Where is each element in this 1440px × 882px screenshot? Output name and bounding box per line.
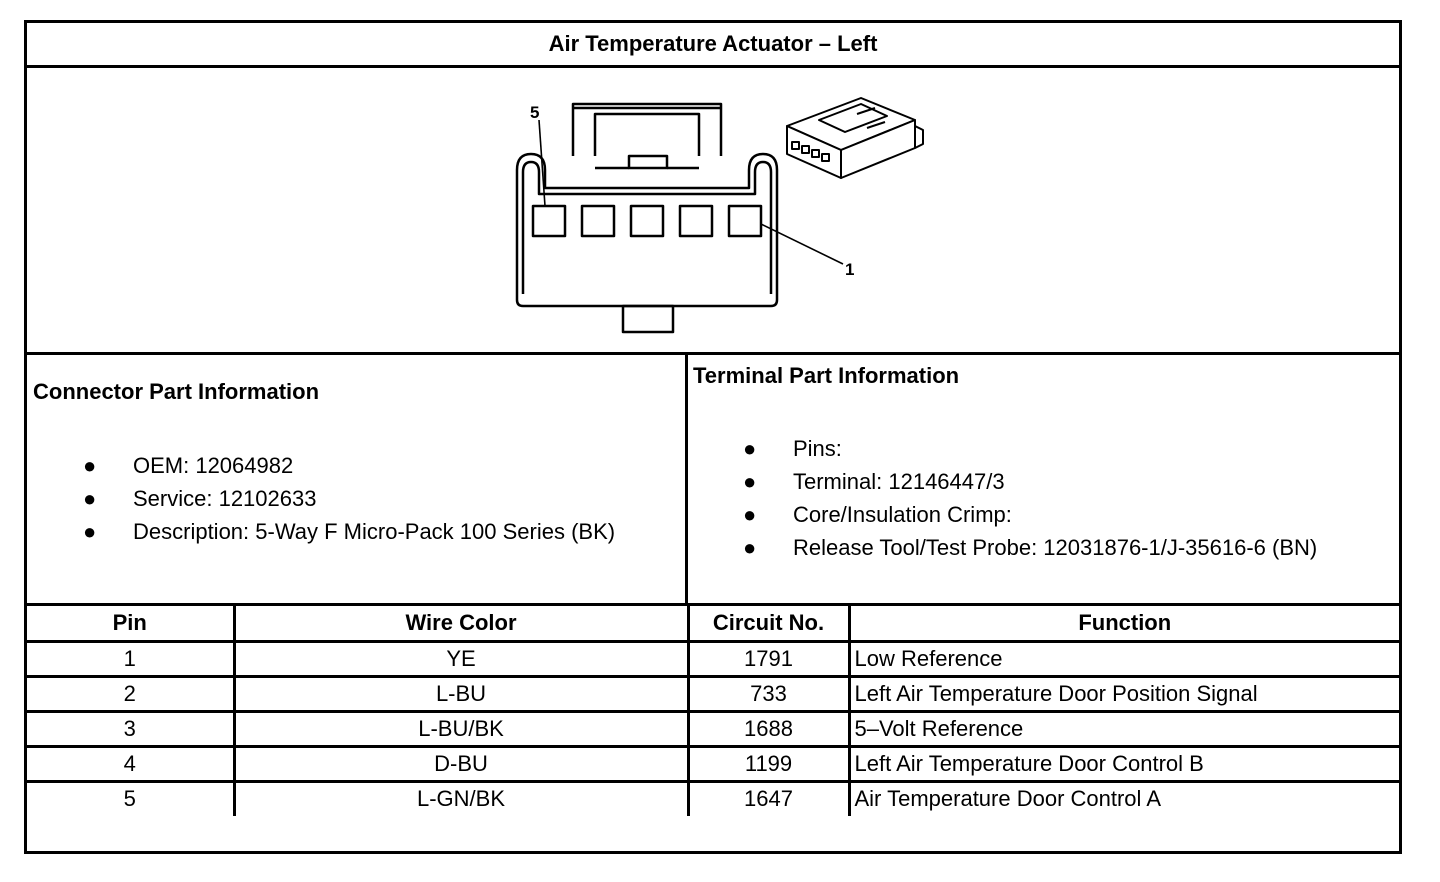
page-title: Air Temperature Actuator – Left xyxy=(27,23,1399,68)
pin-cavity-1 xyxy=(727,204,763,238)
connector-diagram: 5 1 xyxy=(27,68,1399,355)
circuit-cell: 1199 xyxy=(686,744,851,783)
callout-leader-1 xyxy=(760,223,844,265)
wire-color-cell: D-BU xyxy=(232,744,690,783)
wire-color-cell: YE xyxy=(232,639,690,678)
circuit-cell: 1791 xyxy=(686,639,851,678)
terminal-part-info: Terminal Part Information ●Pins: ●Termin… xyxy=(688,355,1399,603)
function-cell: 5–Volt Reference xyxy=(847,709,1399,748)
pin-cell: 3 xyxy=(27,709,236,748)
table-header-row: Pin Wire Color Circuit No. Function xyxy=(27,606,1399,643)
pin-cavity-5 xyxy=(531,204,567,238)
table-row: 1 YE 1791 Low Reference xyxy=(27,639,1399,678)
bullet-icon: ● xyxy=(743,535,757,560)
function-cell: Low Reference xyxy=(847,639,1399,678)
wire-color-cell: L-BU xyxy=(232,674,690,713)
pin-callout-5: 5 xyxy=(530,103,539,122)
table-row: 5 L-GN/BK 1647 Air Temperature Door Cont… xyxy=(27,779,1399,816)
bullet-icon: ● xyxy=(83,453,97,478)
table-row: 4 D-BU 1199 Left Air Temperature Door Co… xyxy=(27,744,1399,783)
pinout-table: Pin Wire Color Circuit No. Function 1 YE… xyxy=(27,606,1399,816)
terminal-info-heading: Terminal Part Information xyxy=(693,363,960,388)
pin-cell: 5 xyxy=(27,779,236,816)
table-row: 2 L-BU 733 Left Air Temperature Door Pos… xyxy=(27,674,1399,713)
pin-cavity-2 xyxy=(678,204,714,238)
housing-outline xyxy=(515,152,779,308)
key-tab xyxy=(621,304,675,334)
callout-leader-5 xyxy=(538,119,546,207)
part-information: Connector Part Information ●OEM: 1206498… xyxy=(27,355,1399,606)
column-header-circuit: Circuit No. xyxy=(686,606,851,643)
pin-cell: 1 xyxy=(27,639,236,678)
pin-cavity-4 xyxy=(580,204,616,238)
bullet-icon: ● xyxy=(743,469,757,494)
connector-sheet: Air Temperature Actuator – Left xyxy=(24,20,1402,854)
latch-outline xyxy=(571,102,723,156)
bullet-icon: ● xyxy=(743,502,757,527)
bullet-icon: ● xyxy=(83,519,97,544)
connector-info-heading: Connector Part Information xyxy=(33,379,320,404)
column-header-pin: Pin xyxy=(27,606,236,643)
column-header-wire-color: Wire Color xyxy=(232,606,690,643)
connector-part-info: Connector Part Information ●OEM: 1206498… xyxy=(27,355,688,603)
function-cell: Left Air Temperature Door Position Signa… xyxy=(847,674,1399,713)
bullet-icon: ● xyxy=(743,436,757,461)
circuit-cell: 1647 xyxy=(686,779,851,816)
function-cell: Air Temperature Door Control A xyxy=(847,779,1399,816)
connector-isometric-view xyxy=(786,97,924,179)
column-header-function: Function xyxy=(847,606,1399,643)
pin-cell: 4 xyxy=(27,744,236,783)
pin-cell: 2 xyxy=(27,674,236,713)
pin-cavity-3 xyxy=(629,204,665,238)
circuit-cell: 733 xyxy=(686,674,851,713)
bullet-icon: ● xyxy=(83,486,97,511)
wire-color-cell: L-GN/BK xyxy=(232,779,690,816)
function-cell: Left Air Temperature Door Control B xyxy=(847,744,1399,783)
table-row: 3 L-BU/BK 1688 5–Volt Reference xyxy=(27,709,1399,748)
circuit-cell: 1688 xyxy=(686,709,851,748)
wire-color-cell: L-BU/BK xyxy=(232,709,690,748)
pin-callout-1: 1 xyxy=(845,260,854,279)
connector-face-drawing: 5 1 xyxy=(515,97,924,334)
